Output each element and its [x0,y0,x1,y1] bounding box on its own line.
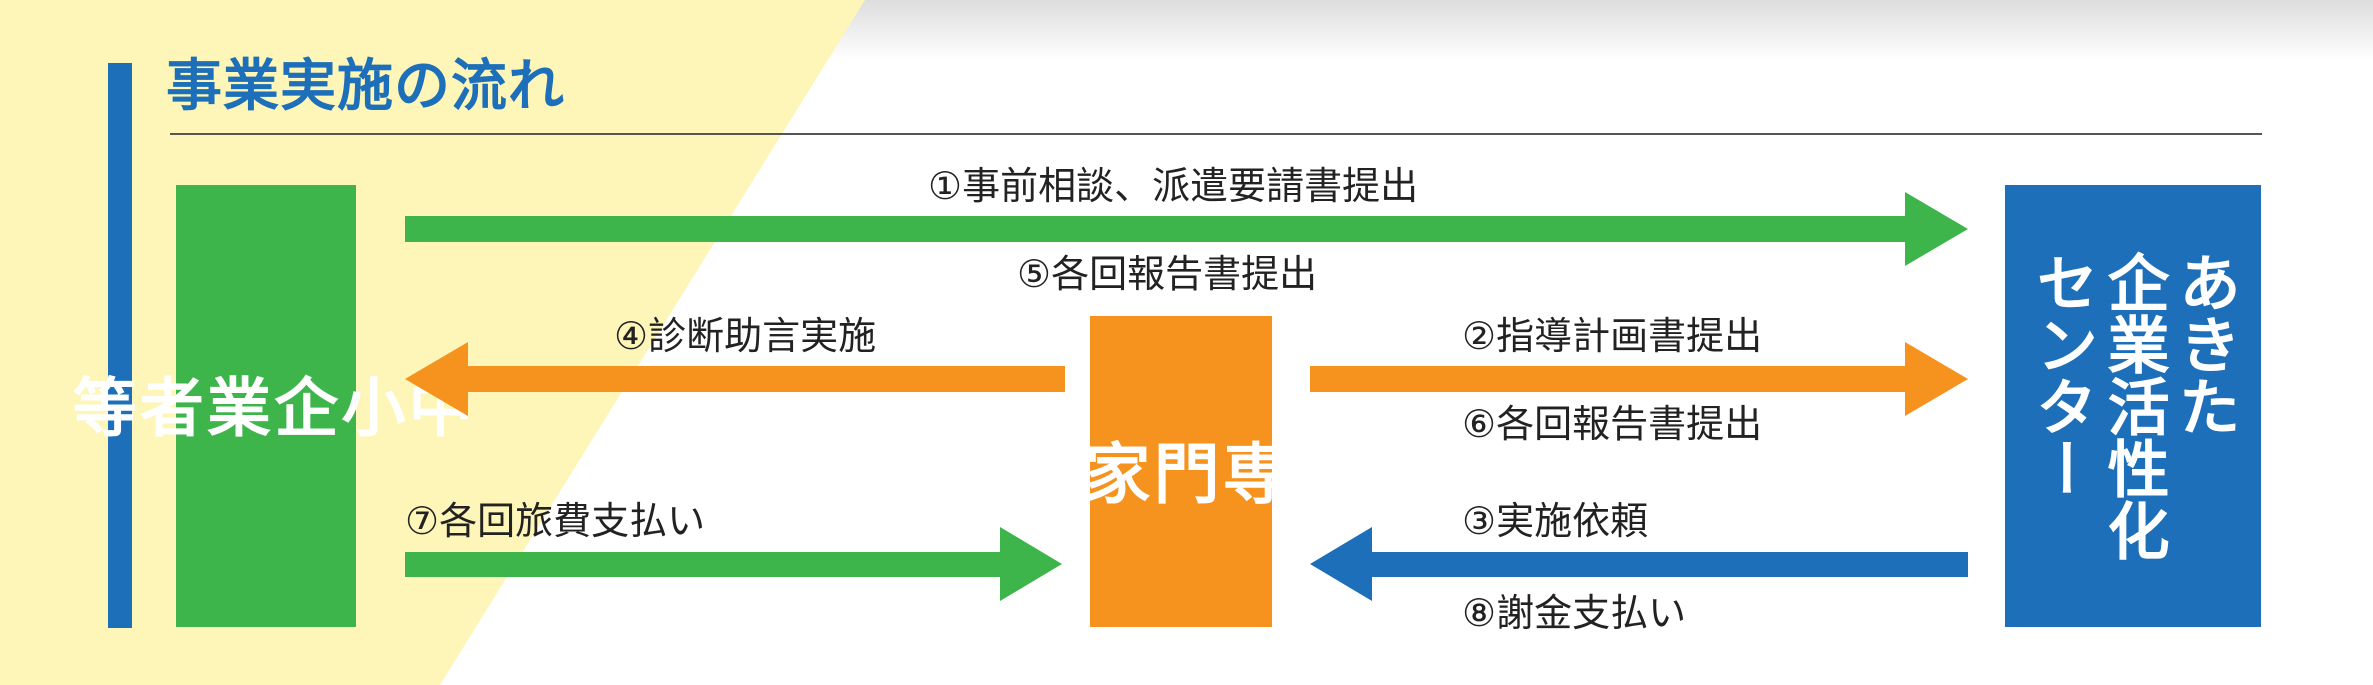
label-step8: ⑧謝金支払い [1462,591,1687,635]
label-step5: ⑤各回報告書提出 [1017,252,1318,296]
center-box: あきた 企業活性化 センター [2005,185,2261,627]
expert-box: 専 門 家 [1073,316,1289,627]
arrow-step3-request [1310,527,1968,601]
label-step1: ①事前相談、派遣要請書提出 [928,164,1419,208]
arrow-step2-plan [1310,342,1968,416]
title-accent-bar [108,63,132,628]
page-title: 事業実施の流れ [166,54,565,119]
arrow-step1-consult [405,192,1968,266]
label-step3: ③実施依頼 [1462,499,1649,543]
label-step7: ⑦各回旅費支払い [405,499,706,543]
sme-label: 中 小 企 業 者 等 [61,374,472,438]
sme-box: 中 小 企 業 者 等 [62,185,472,627]
arrow-step4-advice [405,342,1065,416]
label-step6: ⑥各回報告書提出 [1462,402,1763,446]
expert-label: 専 門 家 [1073,438,1289,505]
title-underline [170,133,2262,135]
arrow-step7-travel-payment [405,527,1062,601]
label-step4: ④診断助言実施 [614,314,877,358]
center-label: あきた 企業活性化 センター [2025,251,2241,561]
label-step2: ②指導計画書提出 [1462,314,1763,358]
